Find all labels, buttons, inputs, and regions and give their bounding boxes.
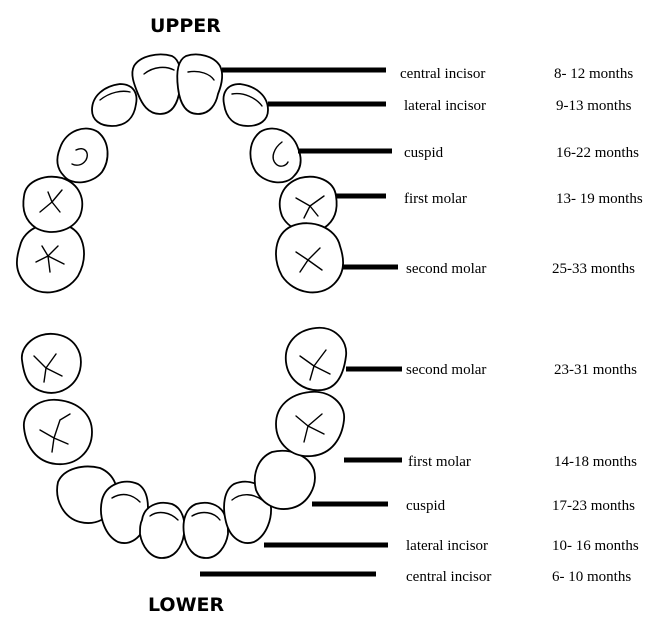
upper-right-central-incisor <box>176 53 224 115</box>
upper-first-molar-name: first molar <box>404 191 467 207</box>
upper-central-incisor-age: 8- 12 months <box>554 66 633 82</box>
lower-left-second-molar <box>21 333 82 394</box>
lower-right-central-incisor <box>182 501 229 559</box>
upper-labels: central incisor 8- 12 months lateral inc… <box>400 66 643 277</box>
lower-left-first-molar <box>23 399 93 465</box>
upper-left-second-molar <box>16 222 85 294</box>
lower-central-incisor-age: 6- 10 months <box>552 569 631 585</box>
upper-heading: UPPER <box>150 15 221 37</box>
lower-second-molar-age: 23-31 months <box>554 362 637 378</box>
lower-first-molar-name: first molar <box>408 454 471 470</box>
lower-cuspid-name: cuspid <box>406 498 446 514</box>
lower-labels: second molar 23-31 months first molar 14… <box>406 362 639 585</box>
upper-left-central-incisor <box>131 53 182 115</box>
upper-left-cuspid <box>56 127 109 184</box>
upper-second-molar-age: 25-33 months <box>552 261 635 277</box>
lower-lateral-incisor-name: lateral incisor <box>406 538 488 554</box>
lower-second-molar-name: second molar <box>406 362 486 378</box>
upper-right-second-molar <box>275 222 344 294</box>
upper-left-lateral-incisor <box>91 83 138 127</box>
upper-cuspid-name: cuspid <box>404 145 444 161</box>
upper-cuspid-age: 16-22 months <box>556 145 639 161</box>
lower-pointers <box>200 366 402 577</box>
upper-right-cuspid <box>249 127 302 184</box>
lower-first-molar-age: 14-18 months <box>554 454 637 470</box>
upper-pointers <box>222 67 398 270</box>
lower-arch <box>21 327 347 559</box>
upper-right-first-molar <box>278 175 338 233</box>
lower-lateral-incisor-age: 10- 16 months <box>552 538 639 554</box>
lower-cuspid-age: 17-23 months <box>552 498 635 514</box>
upper-arch <box>16 53 344 294</box>
upper-lateral-incisor-name: lateral incisor <box>404 98 486 114</box>
lower-left-central-incisor <box>139 501 186 559</box>
upper-first-molar-age: 13- 19 months <box>556 191 643 207</box>
upper-right-lateral-incisor <box>222 83 269 127</box>
lower-right-second-molar <box>284 327 347 392</box>
upper-lateral-incisor-age: 9-13 months <box>556 98 632 114</box>
upper-left-first-molar <box>22 175 84 233</box>
lower-right-cuspid <box>253 449 316 510</box>
upper-central-incisor-name: central incisor <box>400 66 485 82</box>
lower-central-incisor-name: central incisor <box>406 569 491 585</box>
upper-second-molar-name: second molar <box>406 261 486 277</box>
lower-right-first-molar <box>275 391 345 457</box>
lower-heading: LOWER <box>148 594 225 616</box>
